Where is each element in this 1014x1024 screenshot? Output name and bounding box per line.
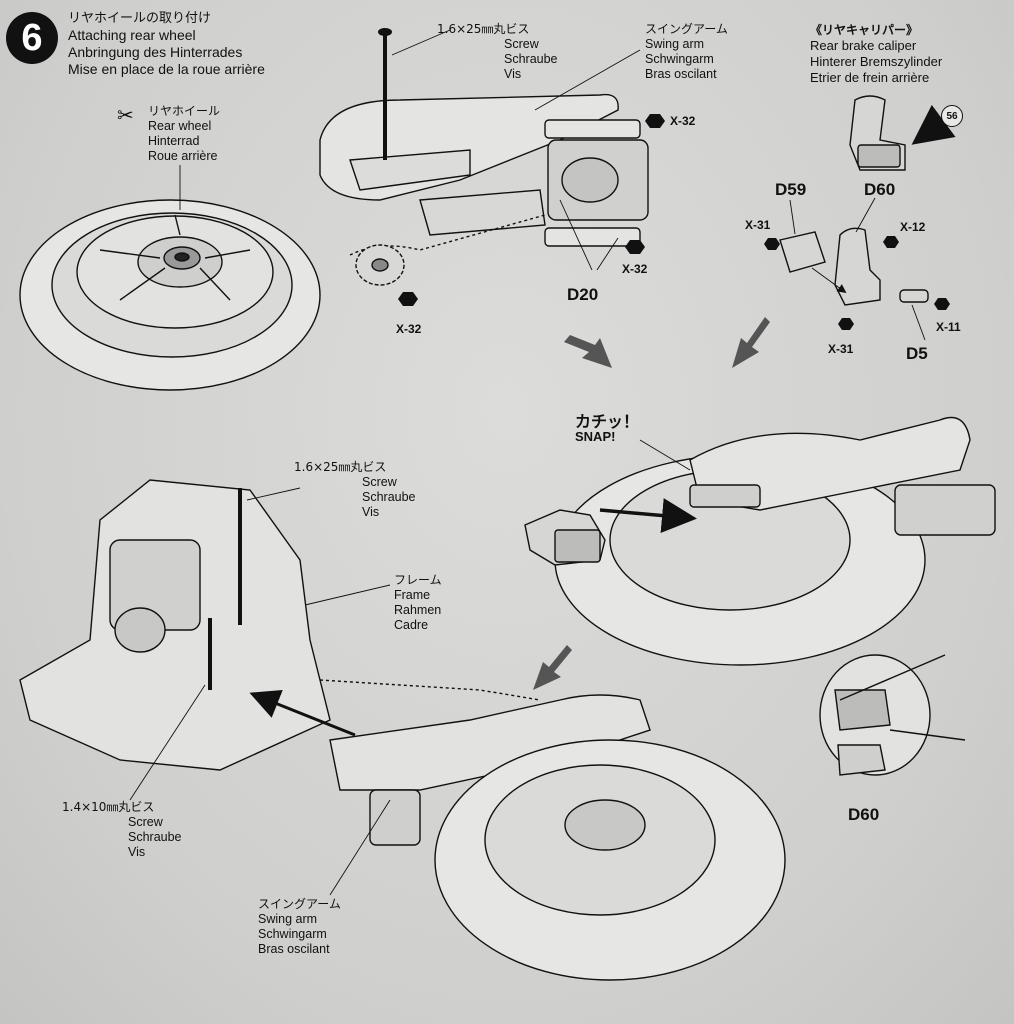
swing-arm-bottom-en: Swing arm <box>258 912 318 926</box>
screw-small-label: 1.4×10㎜丸ビス Screw Schraube Vis <box>62 800 182 860</box>
warning-scissors-icon: ✂ <box>117 105 134 127</box>
part-d60: D60 <box>864 180 896 199</box>
leader-lines-bottom <box>129 487 391 896</box>
part-ref-badge: 56 <box>941 105 963 127</box>
rear-wheel-jp: リヤホイール <box>148 104 221 118</box>
hex-nut-icons <box>398 114 665 306</box>
screw-top-en: Screw <box>504 37 539 51</box>
part-d60-detail: D60 <box>848 805 880 824</box>
swing-arm-bottom-label: スイングアーム Swing arm Schwingarm Bras oscila… <box>258 897 341 957</box>
frame-jp: フレーム <box>394 573 442 587</box>
screw-top-head <box>378 28 392 36</box>
swing-arm-top-en: Swing arm <box>645 37 705 51</box>
snap-label: カチッ！ SNAP! <box>575 412 640 445</box>
frame-assembly-drawing <box>19 479 786 981</box>
screw-top-label: 1.6×25㎜丸ビス Screw Schraube Vis <box>437 22 558 82</box>
step-title-en: Attaching rear wheel <box>68 27 196 43</box>
swing-arm-drawing <box>319 93 649 286</box>
snap-en: SNAP! <box>575 429 616 444</box>
snap-detail-drawing <box>524 416 996 666</box>
rear-wheel-label: リヤホイール Rear wheel Hinterrad Roue arrière <box>148 104 220 164</box>
snap-leader <box>639 439 691 471</box>
swing-arm-top-label: スイングアーム Swing arm Schwingarm Bras oscila… <box>645 22 728 82</box>
swing-arm-bottom-fr: Bras oscilant <box>258 942 330 956</box>
screw-mid-fr: Vis <box>362 505 380 519</box>
leader-lines-caliper <box>789 197 926 341</box>
screw-top-fr: Vis <box>504 67 522 81</box>
step-title-jp: リヤホイールの取り付け <box>68 11 212 26</box>
step-title-block: リヤホイールの取り付け Attaching rear wheel Anbring… <box>68 10 265 78</box>
frame-fr: Cadre <box>394 618 429 632</box>
caliper-de: Hinterer Bremszylinder <box>810 54 943 69</box>
part-d5: D5 <box>906 344 928 363</box>
swing-arm-top-de: Schwingarm <box>645 52 714 66</box>
screw-small-en: Screw <box>128 815 163 829</box>
frame-de: Rahmen <box>394 603 442 617</box>
screw-mid-en: Screw <box>362 475 397 489</box>
step-title-de: Anbringung des Hinterrades <box>68 44 243 60</box>
code-x31-a: X-31 <box>745 218 771 232</box>
code-x31-b: X-31 <box>828 342 854 356</box>
part-d20: D20 <box>567 285 599 304</box>
caliper-nut-icons <box>764 236 950 330</box>
d60-detail-drawing <box>819 654 966 776</box>
code-x32-c: X-32 <box>396 322 422 336</box>
flow-arrows <box>533 317 770 690</box>
swing-arm-top-jp: スイングアーム <box>645 22 728 36</box>
screw-top-de: Schraube <box>504 52 558 66</box>
screw-mid-de: Schraube <box>362 490 416 504</box>
screw-small-jp: 1.4×10㎜丸ビス <box>62 800 155 814</box>
rear-wheel-de: Hinterrad <box>148 134 200 148</box>
rear-wheel-drawing <box>19 199 321 391</box>
step-title-fr: Mise en place de la roue arrière <box>68 61 265 77</box>
swing-arm-bottom-jp: スイングアーム <box>258 897 341 911</box>
code-x12: X-12 <box>900 220 926 234</box>
snap-arrow <box>599 498 697 533</box>
caliper-drawing <box>779 95 929 306</box>
frame-label: フレーム Frame Rahmen Cadre <box>394 573 442 633</box>
leader-lines-top <box>179 29 641 271</box>
step-number-badge: 6 <box>6 12 58 64</box>
frame-en: Frame <box>394 588 431 602</box>
caliper-en: Rear brake caliper <box>810 38 917 53</box>
screw-small-fr: Vis <box>128 845 146 859</box>
caliper-fr: Etrier de frein arrière <box>810 70 930 85</box>
frame-insert-arrow <box>249 689 356 737</box>
caliper-insert-arrow <box>911 104 956 145</box>
rear-wheel-fr: Roue arrière <box>148 149 218 163</box>
swing-arm-top-fr: Bras oscilant <box>645 67 717 81</box>
caliper-jp: 《リヤキャリパー》 <box>810 23 919 37</box>
code-x11: X-11 <box>936 320 961 334</box>
part-d59: D59 <box>775 180 807 199</box>
swing-arm-bottom-de: Schwingarm <box>258 927 327 941</box>
screw-mid-label: 1.6×25㎜丸ビス Screw Schraube Vis <box>294 460 416 520</box>
screw-small-de: Schraube <box>128 830 182 844</box>
screw-top-jp: 1.6×25㎜丸ビス <box>437 22 530 36</box>
code-x32-b: X-32 <box>622 262 648 276</box>
screw-mid-jp: 1.6×25㎜丸ビス <box>294 460 387 474</box>
caliper-label: 《リヤキャリパー》 Rear brake caliper Hinterer Br… <box>810 22 942 86</box>
snap-jp: カチッ！ <box>575 412 640 431</box>
rear-wheel-en: Rear wheel <box>148 119 212 133</box>
code-x32-a: X-32 <box>670 114 696 128</box>
